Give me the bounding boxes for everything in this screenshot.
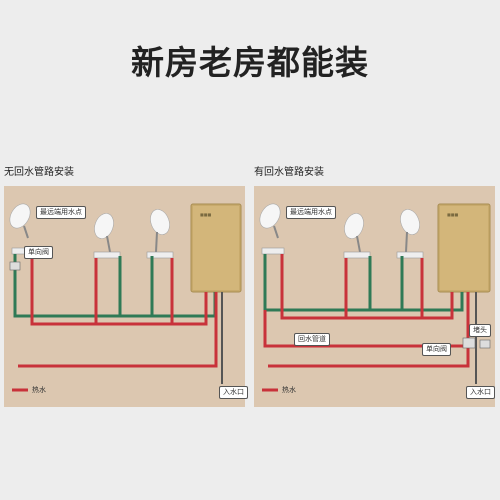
check-valve-icon xyxy=(9,261,21,271)
shower-head-1 xyxy=(9,203,31,239)
plug-icon xyxy=(479,339,491,349)
piping-diagram-with-return xyxy=(259,203,491,392)
tag-inlet: 入水口 xyxy=(219,386,248,399)
heater-logo-icon: ■■■ xyxy=(447,212,459,217)
diagram-no-return: ■■■ 最远端用水点 单向阀 入水口 热水 xyxy=(4,186,248,407)
cold-water-pipes xyxy=(13,254,217,318)
piping-diagram-no-return xyxy=(9,203,242,392)
hot-water-main xyxy=(268,292,470,368)
hot-water-main xyxy=(18,292,218,368)
panel-title-with-return: 有回水管路安装 xyxy=(254,167,324,178)
diagram-with-return: ■■■ 最远端用水点 回水管道 单向阀 堵头 入水口 热水 xyxy=(254,186,495,407)
tag-return-pipe: 回水管道 xyxy=(294,333,330,346)
tag-inlet: 入水口 xyxy=(466,386,495,399)
mixer-valve-3 xyxy=(396,251,424,259)
return-pipe xyxy=(263,310,468,348)
check-valve-icon xyxy=(462,337,476,349)
shower-head-3 xyxy=(400,209,420,253)
shower-head-2 xyxy=(94,213,114,253)
shower-head-2 xyxy=(344,213,364,253)
mixer-valve-2 xyxy=(93,251,121,259)
legend-hot-label: 热水 xyxy=(282,386,296,394)
mixer-valve-1 xyxy=(261,247,285,255)
tag-check-valve: 单向阀 xyxy=(24,246,53,259)
tag-farthest-point: 最远端用水点 xyxy=(286,206,336,219)
legend-hot-label: 热水 xyxy=(32,386,46,394)
headline: 新房老房都能装 xyxy=(131,43,369,82)
hot-water-pipes xyxy=(30,254,208,326)
panel-title-no-return: 无回水管路安装 xyxy=(4,167,74,178)
heater-logo-icon: ■■■ xyxy=(200,212,212,217)
tag-farthest-point: 最远端用水点 xyxy=(36,206,86,219)
tag-check-valve: 单向阀 xyxy=(422,343,451,356)
hot-water-pipes xyxy=(280,254,454,320)
shower-head-3 xyxy=(150,209,170,253)
mixer-valve-3 xyxy=(146,251,174,259)
shower-head-1 xyxy=(259,203,281,239)
mixer-valve-2 xyxy=(343,251,371,259)
cold-water-pipes xyxy=(263,254,464,312)
tag-plug: 堵头 xyxy=(469,324,491,337)
